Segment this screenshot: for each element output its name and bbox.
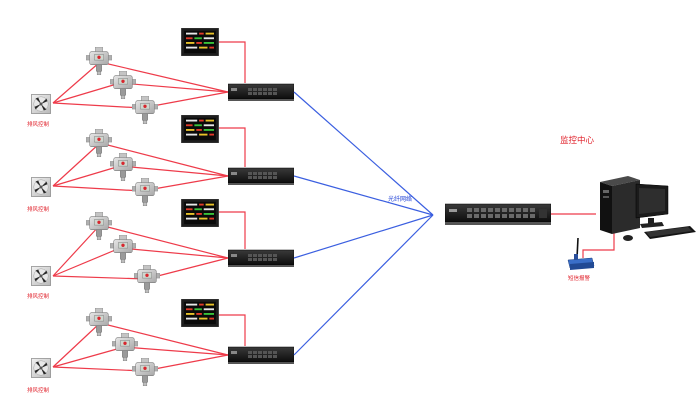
monitoring-center: 监控中心 短信报警 <box>551 135 696 282</box>
sms-alarm-label: 短信报警 <box>568 274 591 282</box>
alarm-display-panel-icon <box>181 115 219 143</box>
network-switch-icon <box>228 249 294 267</box>
network-switch-icon <box>228 83 294 101</box>
alarm-display-panel-icon <box>181 199 219 227</box>
exhaust-fan-icon <box>31 358 51 378</box>
sms-modem-icon <box>567 237 595 270</box>
gas-detector-icon <box>112 333 138 361</box>
exhaust-fan-icon <box>31 94 51 114</box>
monitoring-center-title: 监控中心 <box>560 135 595 146</box>
group-3: 排风控制 <box>27 199 294 300</box>
fiber-links <box>293 91 434 356</box>
alarm-display-panel-icon <box>181 299 219 327</box>
exhaust-label: 排风控制 <box>27 386 50 394</box>
group-2-links <box>52 127 246 192</box>
gas-detector-icon <box>110 235 136 263</box>
network-switch-icon <box>228 167 294 185</box>
fiber-network-label: 光纤网络 <box>388 195 412 203</box>
group-2: 排风控制 <box>27 115 294 213</box>
gas-detector-icon <box>132 358 158 386</box>
gas-detector-icon <box>132 96 158 124</box>
exhaust-label: 排风控制 <box>27 292 50 300</box>
alarm-display-panel-icon <box>181 28 219 56</box>
monitoring-computer-icon <box>600 176 696 241</box>
group-1: 排风控制 <box>27 28 294 128</box>
gas-detector-icon <box>110 153 136 181</box>
gas-detector-icon <box>132 178 158 206</box>
gas-detector-icon <box>110 71 136 99</box>
exhaust-label: 排风控制 <box>27 205 50 213</box>
core-switch-icon <box>445 203 551 225</box>
group-3-links <box>52 211 246 280</box>
exhaust-fan-icon <box>31 177 51 197</box>
group-4-links <box>52 314 246 372</box>
exhaust-label: 排风控制 <box>27 120 50 128</box>
gas-detector-icon <box>134 265 160 293</box>
exhaust-fan-icon <box>31 266 51 286</box>
network-switch-icon <box>228 346 294 364</box>
group-4: 排风控制 <box>27 299 294 394</box>
